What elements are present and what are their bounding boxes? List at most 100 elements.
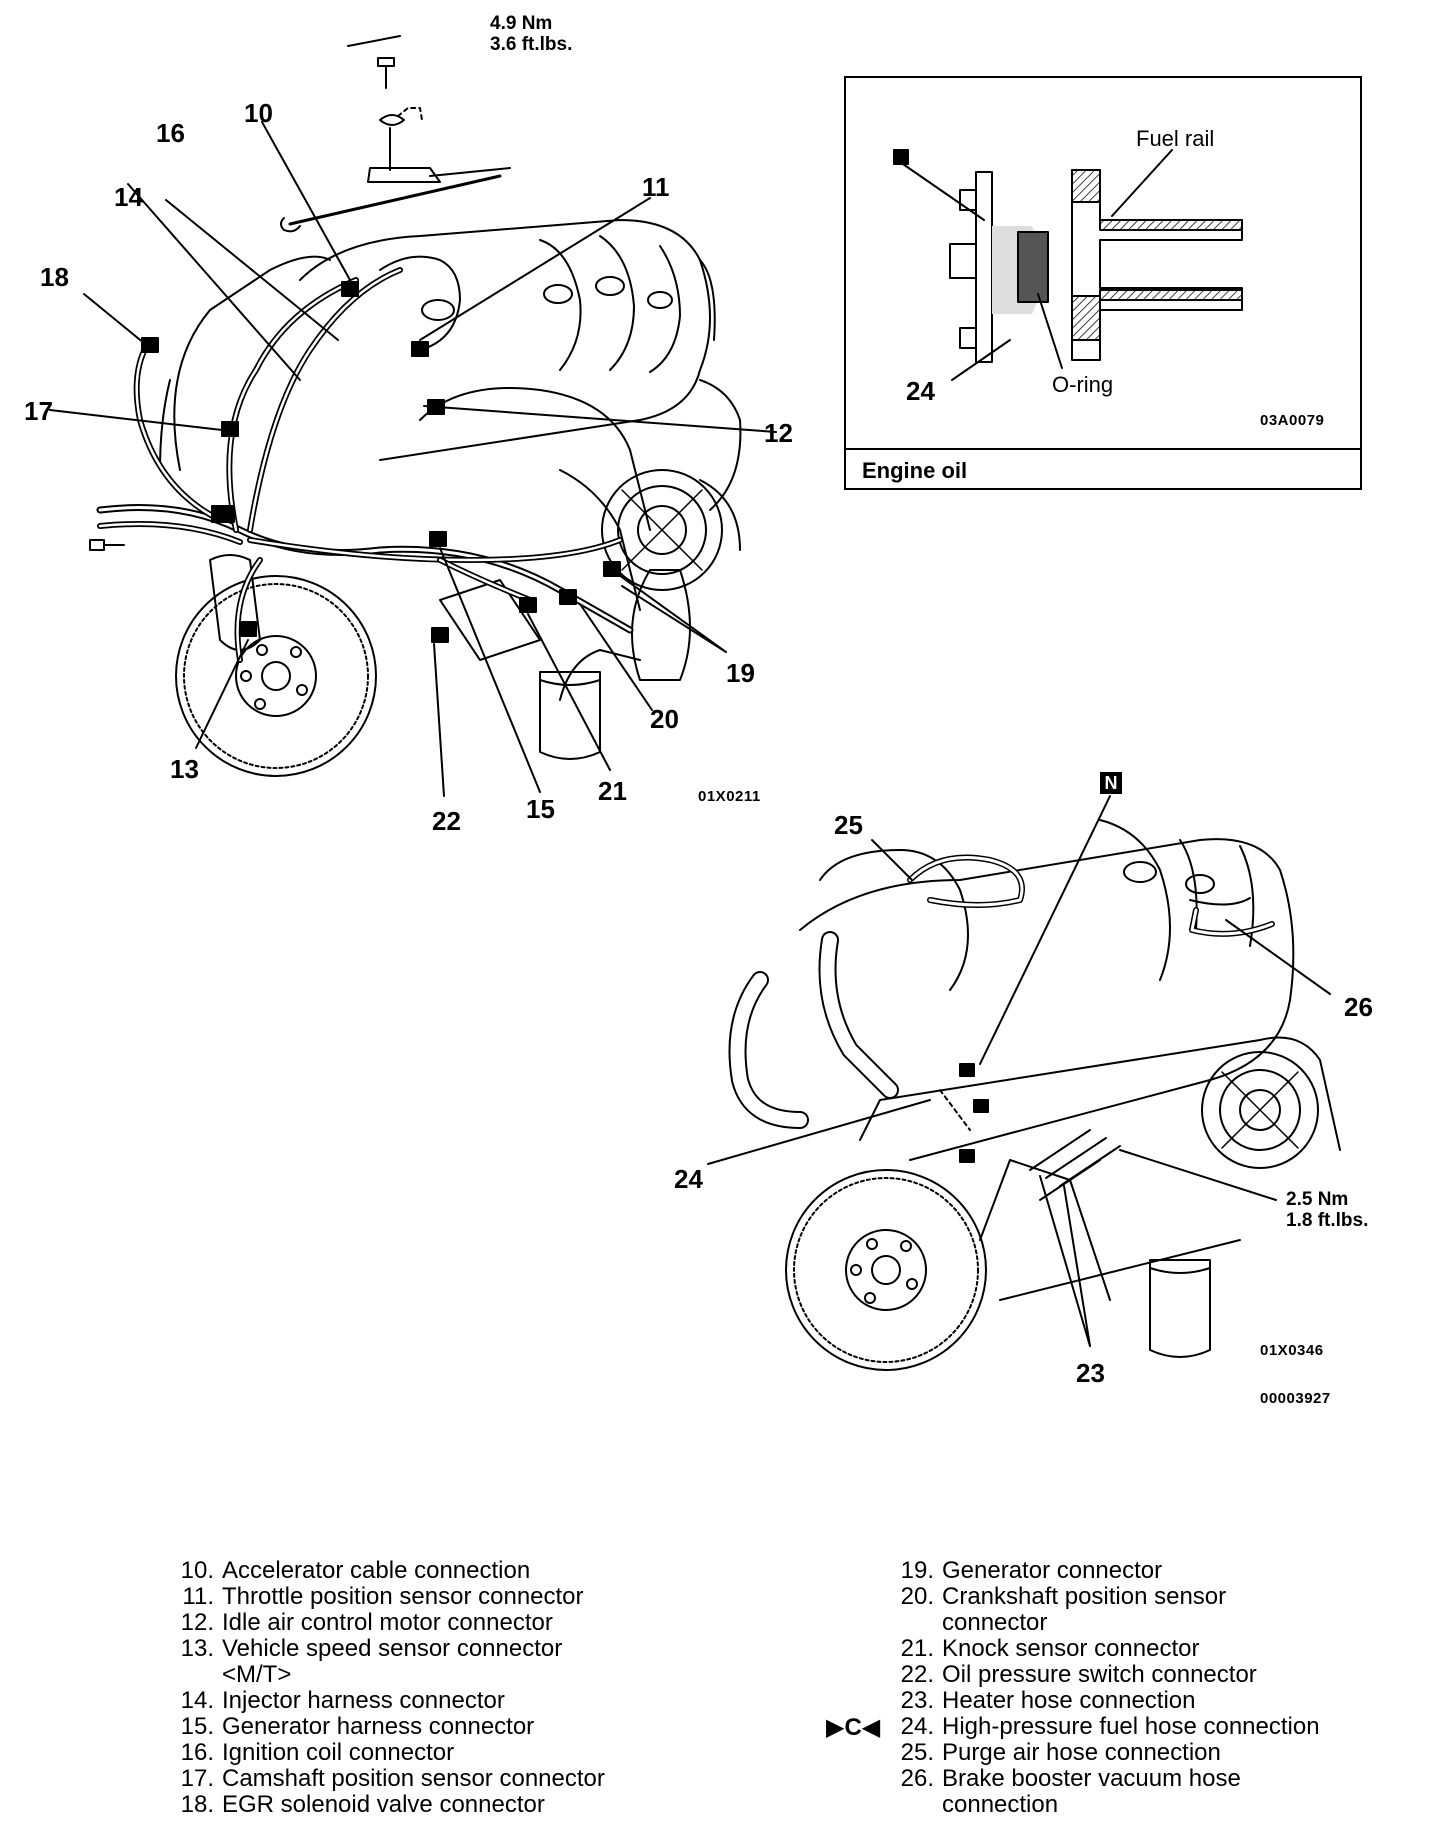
legend-item-number: 26.: [900, 1765, 934, 1792]
legend-item-number: 12.: [180, 1609, 214, 1636]
legend-item: connection: [888, 1792, 1320, 1818]
legend-item: 11. Throttle position sensor connector: [168, 1584, 605, 1610]
legend-item-number: 24.: [900, 1713, 934, 1740]
legend-item: 23. Heater hose connection: [888, 1688, 1320, 1714]
legend-item-number: 18.: [180, 1791, 214, 1818]
callout-13: 13: [170, 754, 199, 784]
callout-19: 19: [726, 658, 755, 688]
callout-20: 20: [650, 704, 679, 734]
legend-item-number: 10.: [180, 1557, 214, 1584]
legend-item-number: 20.: [900, 1583, 934, 1610]
legend-left-column: 10. Accelerator cable connection 11. Thrott…: [168, 1558, 605, 1818]
legend-item-text: <M/T>: [222, 1661, 292, 1688]
legend-item-text: Vehicle speed sensor connector: [222, 1635, 563, 1662]
legend-item-number: 22.: [900, 1661, 934, 1688]
legend-item-number: 15.: [180, 1713, 214, 1740]
legend-item-text: Purge air hose connection: [942, 1739, 1221, 1766]
legend-item-text: Crankshaft position sensor: [942, 1583, 1227, 1610]
callout-11: 11: [642, 172, 670, 202]
torque-spec-right: 2.5 Nm 1.8 ft.lbs.: [1286, 1189, 1369, 1232]
legend-item-text: Generator harness connector: [222, 1713, 535, 1740]
legend-item: 24. High-pressure fuel hose connection: [888, 1714, 1320, 1740]
torque-right-nm: 2.5 Nm: [1286, 1189, 1349, 1210]
legend-item-text: EGR solenoid valve connector: [222, 1791, 545, 1818]
legend-item-text: Accelerator cable connection: [222, 1557, 531, 1584]
legend-item: 18. EGR solenoid valve connector: [168, 1792, 605, 1818]
legend-item-text: Heater hose connection: [942, 1687, 1196, 1714]
label-fuel-rail: Fuel rail: [1136, 126, 1215, 151]
legend-item-number: 13.: [180, 1635, 214, 1662]
legend-item-number: 23.: [900, 1687, 934, 1714]
legend-item-text: connection: [942, 1791, 1059, 1818]
lower-engine-drawing: [707, 795, 1341, 1371]
legend-item-number: [888, 1792, 942, 1818]
legend-item-number: 25.: [900, 1739, 934, 1766]
legend-item-text: Throttle position sensor connector: [222, 1583, 584, 1610]
legend-item-text: Camshaft position sensor connector: [222, 1765, 605, 1792]
legend-item-number: 21.: [900, 1635, 934, 1662]
legend-item-number: 16.: [180, 1739, 214, 1766]
legend-item-text: Brake booster vacuum hose: [942, 1765, 1241, 1792]
callout-14: 14: [114, 182, 143, 212]
legend-item-text: Oil pressure switch connector: [942, 1661, 1257, 1688]
callout-17: 17: [24, 396, 53, 426]
callout-26: 26: [1344, 992, 1373, 1022]
legend-item-number: 17.: [180, 1765, 214, 1792]
callout-22: 22: [432, 806, 461, 836]
legend-item: 12. Idle air control motor connector: [168, 1610, 605, 1636]
torque-top-nm: 4.9 Nm: [490, 13, 553, 34]
figure-code-upper: 01X0211: [698, 788, 761, 805]
legend-item: 16. Ignition coil connector: [168, 1740, 605, 1766]
callout-24: 24: [674, 1164, 703, 1194]
torque-right-ftlbs: 1.8 ft.lbs.: [1286, 1209, 1369, 1231]
inset-callout-24: 24: [906, 376, 935, 406]
legend-item: 20. Crankshaft position sensor: [888, 1584, 1320, 1610]
legend-item: 13. Vehicle speed sensor connector: [168, 1636, 605, 1662]
inset-caption-box: Engine oil: [844, 448, 1362, 490]
document-code: 00003927: [1260, 1390, 1331, 1407]
inset-caption: Engine oil: [862, 458, 968, 483]
legend-item: 17. Camshaft position sensor connector: [168, 1766, 605, 1792]
legend-item-text: connector: [942, 1609, 1048, 1636]
callout-25: 25: [834, 810, 863, 840]
legend-item: 14. Injector harness connector: [168, 1688, 605, 1714]
legend-item: 25. Purge air hose connection: [888, 1740, 1320, 1766]
legend-item-text: Ignition coil connector: [222, 1739, 455, 1766]
legend-item-text: Knock sensor connector: [942, 1635, 1200, 1662]
torque-spec-top: 4.9 Nm 3.6 ft.lbs.: [490, 13, 573, 56]
legend-item-text: Injector harness connector: [222, 1687, 505, 1714]
legend-item: <M/T>: [168, 1662, 605, 1688]
legend-item: connector: [888, 1610, 1320, 1636]
callout-10: 10: [244, 98, 273, 128]
callout-12: 12: [764, 418, 793, 448]
upper-engine-drawing: [49, 35, 777, 797]
figure-code-inset: 03A0079: [1260, 412, 1325, 429]
legend-item-number: [888, 1610, 942, 1636]
legend-item-text: High-pressure fuel hose connection: [942, 1713, 1320, 1740]
legend-item: 26. Brake booster vacuum hose: [888, 1766, 1320, 1792]
legend-item-number: 14.: [180, 1687, 214, 1714]
legend-item: 19. Generator connector: [888, 1558, 1320, 1584]
legend-item: 15. Generator harness connector: [168, 1714, 605, 1740]
callout-21: 21: [598, 776, 627, 806]
callout-23: 23: [1076, 1358, 1105, 1388]
callout-15: 15: [526, 794, 555, 824]
label-o-ring: O-ring: [1052, 372, 1114, 397]
legend-item-number: [168, 1662, 222, 1688]
service-marker-c: ▶C◀: [826, 1714, 881, 1741]
callout-16: 16: [156, 118, 185, 148]
figure-code-lower: 01X0346: [1260, 1342, 1324, 1359]
callout-18: 18: [40, 262, 69, 292]
legend-item-text: Generator connector: [942, 1557, 1163, 1584]
legend-item: 21. Knock sensor connector: [888, 1636, 1320, 1662]
legend-item-text: Idle air control motor connector: [222, 1609, 553, 1636]
n-marker: N: [1100, 772, 1122, 794]
legend-right-column: 19. Generator connector 20. Crankshaft posi…: [888, 1558, 1320, 1818]
torque-top-ftlbs: 3.6 ft.lbs.: [490, 33, 573, 55]
legend-item: 10. Accelerator cable connection: [168, 1558, 605, 1584]
legend-item-number: 19.: [900, 1557, 934, 1584]
legend-item-number: 11.: [182, 1583, 214, 1610]
legend-item: 22. Oil pressure switch connector: [888, 1662, 1320, 1688]
fuel-rail-inset-drawing: [893, 149, 1243, 381]
